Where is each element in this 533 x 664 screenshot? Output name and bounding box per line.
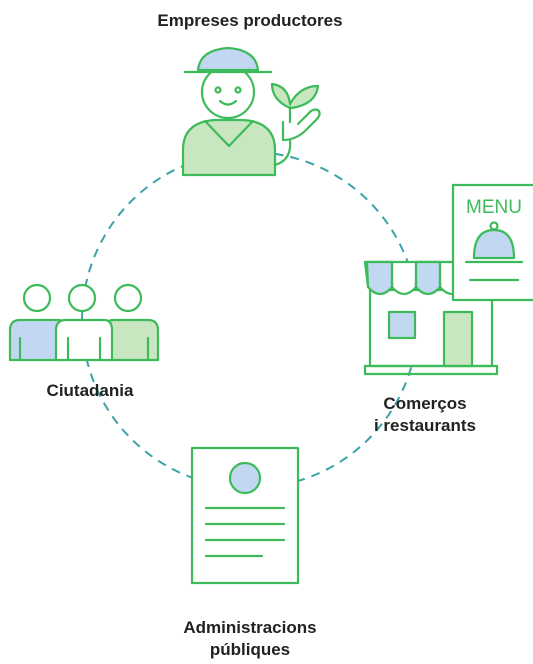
administrations-label: Administracions públiques (140, 617, 360, 661)
administrations-label-line-2: públiques (209, 640, 291, 659)
producers-label: Empreses productores (100, 10, 400, 32)
farmer-icon (181, 46, 321, 177)
document-icon (190, 446, 300, 585)
citizens-label-text: Ciutadania (46, 381, 134, 400)
people-icon (8, 283, 160, 362)
shops-label-line-1: Comerços (383, 394, 467, 413)
shops-label-line-2: i restaurants (373, 416, 477, 435)
menu-board-text: MENU (466, 197, 522, 218)
citizens-label: Ciutadania (20, 380, 160, 402)
administrations-label-line-1: Administracions (183, 618, 317, 637)
shop-icon (363, 183, 533, 376)
producers-label-text: Empreses productores (157, 11, 343, 30)
shops-label: Comerços i restaurants (340, 393, 510, 437)
